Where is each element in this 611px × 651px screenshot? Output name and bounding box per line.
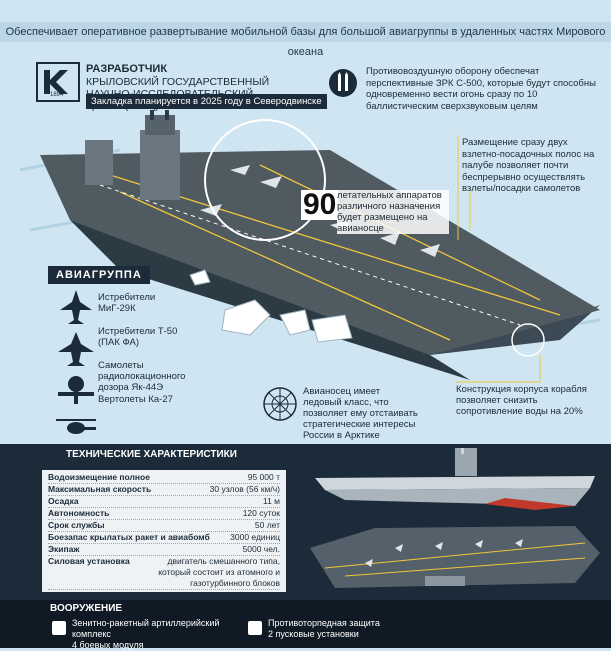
armament-title: ВООРУЖЕНИЕ	[50, 603, 123, 614]
arctic-icon	[263, 387, 297, 421]
armament-item-name: Противоторпедная защита	[268, 618, 380, 628]
airgroup-item-mig29k: Истребители МиГ-29К	[98, 292, 156, 314]
tech-title: ТЕХНИЧЕСКИЕ ХАРАКТЕРИСТИКИ	[66, 449, 237, 460]
tech-value: 95 000 т	[247, 472, 280, 482]
logo-year: 1894	[50, 92, 64, 98]
aircraft-count-text: летательных аппаратов различного назначе…	[337, 190, 449, 234]
armament-item-torpedo-defense: Противоторпедная защита 2 пусковые устан…	[268, 618, 428, 640]
tech-key: Водоизмещение полное	[48, 472, 150, 482]
aircraft-count: 90	[301, 188, 339, 221]
deck-callout: Размещение сразу двух взлетно-посадочных…	[462, 137, 595, 194]
tech-row: Силовая установка двигатель смешанного ти…	[48, 556, 280, 590]
tech-value: 120 суток	[242, 508, 280, 518]
kgnc-logo-icon	[36, 62, 80, 102]
tech-key: Срок службы	[48, 520, 105, 530]
tech-key: Боезапас крылатых ракет и авиабомб	[48, 532, 210, 542]
kgnc-logo: 1894	[36, 62, 80, 102]
tech-row: Экипаж 5000 чел.	[48, 544, 280, 556]
developer-title: РАЗРАБОТЧИК	[86, 63, 168, 75]
tech-value: 50 лет	[254, 520, 280, 530]
developer-note: Закладка планируется в 2025 году в Север…	[86, 94, 327, 109]
t50-icon	[58, 332, 94, 366]
tech-row: Срок службы 50 лет	[48, 520, 280, 532]
ice-callout: Авианосец имеет ледовый класс, что позво…	[303, 386, 418, 441]
tech-key: Осадка	[48, 496, 79, 506]
tech-key: Экипаж	[48, 544, 80, 554]
tech-row: Водоизмещение полное 95 000 т	[48, 472, 280, 484]
hull-callout: Конструкция корпуса корабля позволяет сн…	[456, 384, 587, 417]
tech-row: Автономность 120 суток	[48, 508, 280, 520]
missile-icon	[328, 68, 358, 98]
airgroup-item-t50: Истребители Т-50 (ПАК ФА)	[98, 326, 178, 348]
airgroup-item-ka27: Вертолеты Ка-27	[98, 394, 173, 405]
tech-row: Осадка 11 м	[48, 496, 280, 508]
tech-value: двигатель смешанного типа, который состо…	[158, 556, 280, 588]
armament-item-detail: 4 боевых модуля	[72, 640, 144, 650]
tech-value: 5000 чел.	[242, 544, 280, 554]
tech-table: Водоизмещение полное 95 000 т Максимальна…	[42, 470, 286, 592]
armament-item-detail: 2 пусковые установки	[268, 629, 359, 639]
tech-row: Боезапас крылатых ракет и авиабомб 3000 е…	[48, 532, 280, 544]
tech-row: Максимальная скорость 30 узлов (56 км/ч)	[48, 484, 280, 496]
tech-value: 11 м	[262, 496, 280, 506]
tech-key: Автономность	[48, 508, 110, 518]
carrier-illustration	[19, 110, 601, 383]
airgroup-title: АВИАГРУППА	[48, 266, 150, 284]
tech-key: Максимальная скорость	[48, 484, 152, 494]
yak44e-icon	[58, 376, 94, 404]
tech-value: 30 узлов (56 км/ч)	[209, 484, 280, 494]
mig29k-icon	[60, 290, 92, 324]
ciws-icon	[52, 621, 66, 635]
armament-item-ciws: Зенитно-ракетный артиллерийский комплекс…	[72, 618, 242, 651]
airgroup-item-yak44e: Самолеты радиолокационного дозора Як-44Э	[98, 360, 186, 393]
torpedo-defense-icon	[248, 621, 262, 635]
top-banner: Обеспечивает оперативное развертывание м…	[0, 22, 611, 58]
tech-value: 3000 единиц	[230, 532, 280, 542]
airgroup-icons	[56, 290, 96, 434]
armament-panel	[0, 600, 611, 648]
armament-item-name: Зенитно-ракетный артиллерийский комплекс	[72, 618, 220, 639]
ka27-icon	[56, 419, 96, 434]
missile-callout: Противовоздушную оборону обеспечат персп…	[366, 66, 596, 112]
carrier-views	[310, 448, 600, 588]
tech-key: Силовая установка	[48, 556, 130, 566]
